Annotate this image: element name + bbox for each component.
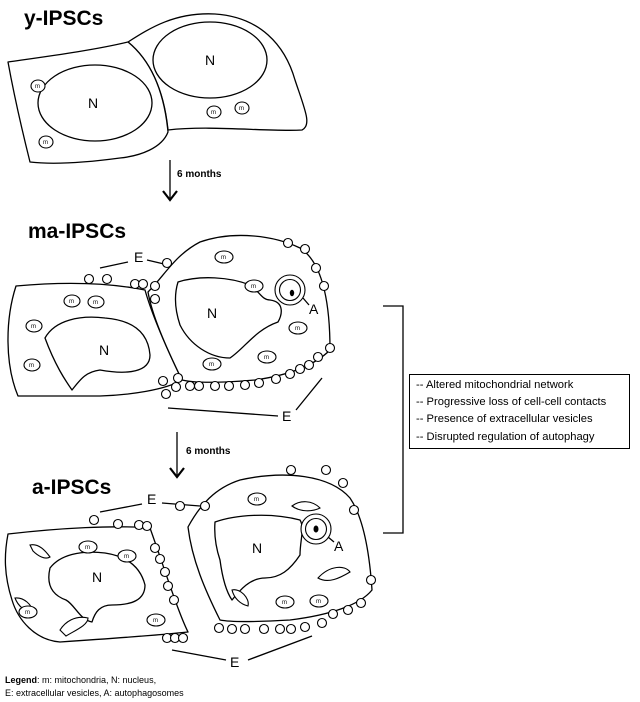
mitochondrion: m (78, 540, 98, 554)
young-left-nucleus (37, 64, 153, 142)
time-arrow-2: 6 months (169, 432, 231, 479)
svg-text:E: E (230, 654, 239, 670)
aged-cell-left: N m m m m (4, 526, 189, 643)
autophagosome-label: A (309, 301, 319, 317)
mitochondrion-elongated (59, 616, 89, 637)
legend: Legend: m: mitochondria, N: nucleus, E: … (5, 674, 184, 700)
mitochondrion: m (87, 295, 105, 309)
mitochondrion: m (234, 101, 250, 115)
nucleus-label: N (252, 540, 262, 556)
young-cell-left: N m m (7, 41, 169, 164)
svg-text:m: m (43, 140, 48, 146)
mitochondrion: m (257, 350, 277, 364)
svg-text:m: m (254, 497, 259, 503)
summary-box: -- Altered mitochondrial network -- Prog… (409, 374, 630, 449)
legend-line-2: E: extracellular vesicles, A: autophagos… (5, 688, 184, 698)
stage-title-middle-aged: ma-IPSCs (28, 220, 126, 243)
svg-text:m: m (211, 110, 216, 116)
autophagosome: A (274, 274, 319, 317)
svg-text:E: E (147, 491, 156, 507)
extracellular-vesicles-aged (88, 464, 377, 644)
summary-item: -- Presence of extracellular vesicles (416, 413, 593, 426)
interval-label: 6 months (186, 446, 231, 457)
mitochondrion: m (244, 279, 264, 293)
mitochondrion-elongated (29, 544, 51, 559)
interval-label: 6 months (177, 169, 222, 180)
svg-text:m: m (295, 326, 300, 332)
mitochondrion: m (206, 105, 222, 119)
extracellular-vesicles-ma (83, 237, 336, 400)
mitochondrion: m (288, 321, 308, 335)
young-right-nucleus (152, 21, 268, 99)
svg-text:m: m (93, 300, 98, 306)
svg-text:m: m (239, 106, 244, 112)
mitochondrion: m (63, 294, 81, 308)
svg-text:m: m (85, 545, 90, 551)
autophagosome-label: A (334, 538, 344, 554)
stage-title-young: y-IPSCs (24, 7, 103, 30)
svg-text:m: m (264, 355, 269, 361)
legend-line-1: : m: mitochondria, N: nucleus, (37, 675, 157, 685)
ma-cell-right: N m m m m m A (147, 234, 331, 383)
nucleus-label: N (207, 305, 217, 321)
summary-bracket (383, 305, 404, 534)
vesicle-label-top-aged: E (99, 491, 201, 513)
svg-text:m: m (251, 284, 256, 290)
svg-text:m: m (282, 600, 287, 606)
young-cell-right: N m m (127, 13, 308, 131)
nucleus-label: N (92, 569, 102, 585)
svg-text:E: E (134, 249, 143, 265)
legend-title: Legend (5, 675, 38, 685)
svg-text:m: m (316, 599, 321, 605)
svg-text:m: m (221, 255, 226, 261)
ma-cell-left: N m m m m (7, 282, 183, 397)
mitochondrion-elongated (291, 501, 321, 512)
summary-item: -- Altered mitochondrial network (416, 379, 574, 391)
mitochondrion: m (247, 492, 267, 506)
svg-text:m: m (29, 363, 34, 369)
summary-item: -- Progressive loss of cell-cell contact… (416, 396, 607, 409)
vesicle-label-bottom: E (167, 377, 323, 424)
mitochondrion-elongated (231, 589, 249, 607)
mitochondrion: m (275, 595, 295, 609)
mitochondrion: m (25, 319, 43, 333)
mitochondrion: m (38, 135, 54, 149)
nucleus-label: N (88, 95, 98, 111)
svg-text:m: m (124, 554, 129, 560)
nucleus-label: N (99, 342, 109, 358)
nucleus-label: N (205, 52, 215, 68)
aged-cell-right: N m m m A (187, 474, 373, 623)
svg-text:m: m (69, 299, 74, 305)
mitochondrion: m (117, 549, 137, 563)
svg-text:m: m (153, 618, 158, 624)
svg-text:m: m (209, 362, 214, 368)
autophagosome: A (300, 513, 344, 554)
stage-title-aged: a-IPSCs (32, 476, 111, 499)
mitochondrion: m (30, 79, 46, 93)
mitochondrion-elongated (317, 566, 351, 581)
mitochondrion: m (202, 357, 222, 371)
mitochondrion: m (309, 594, 329, 608)
summary-item: -- Disrupted regulation of autophagy (416, 430, 595, 443)
vesicle-label-bottom-aged: E (171, 635, 313, 670)
svg-text:m: m (25, 610, 30, 616)
svg-text:m: m (35, 84, 40, 90)
mitochondrion: m (214, 250, 234, 264)
svg-text:E: E (282, 408, 291, 424)
time-arrow-1: 6 months (162, 160, 222, 202)
mitochondrion: m (23, 358, 41, 372)
mitochondrion: m (146, 613, 166, 627)
vesicle-label-top: E (99, 249, 165, 269)
svg-text:m: m (31, 324, 36, 330)
mitochondrion: m (18, 605, 38, 619)
